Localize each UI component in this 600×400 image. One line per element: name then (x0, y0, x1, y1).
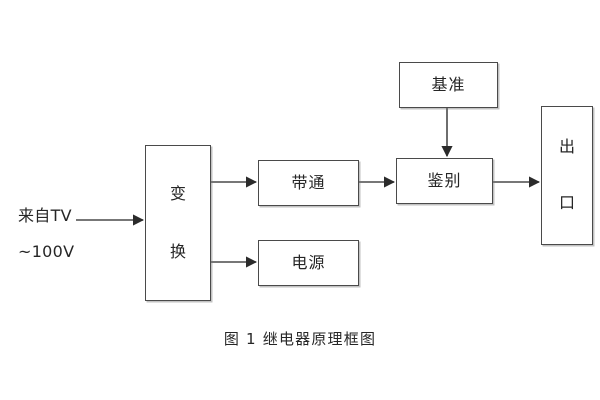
block-power-supply-label: 电源 (291, 252, 326, 272)
source-label-line2: ~100V (18, 242, 75, 261)
block-bandpass-label: 带通 (291, 172, 326, 192)
block-transform-char2: 换 (169, 241, 186, 261)
block-reference[interactable]: 基准 (399, 62, 498, 108)
figure-caption: 图 1 继电器原理框图 (223, 330, 377, 348)
block-transform[interactable]: 变 换 (145, 145, 211, 301)
block-power-supply[interactable]: 电源 (258, 240, 359, 286)
source-label-line1: 来自TV (18, 206, 72, 225)
block-output-char2: 口 (558, 193, 575, 213)
block-bandpass[interactable]: 带通 (258, 160, 359, 206)
block-discriminator[interactable]: 鉴别 (396, 158, 493, 204)
block-output[interactable]: 出 口 (541, 106, 593, 245)
block-transform-char1: 变 (169, 184, 186, 204)
block-reference-label: 基准 (431, 74, 466, 94)
block-output-char1: 出 (558, 137, 575, 157)
block-discriminator-label: 鉴别 (427, 170, 462, 190)
